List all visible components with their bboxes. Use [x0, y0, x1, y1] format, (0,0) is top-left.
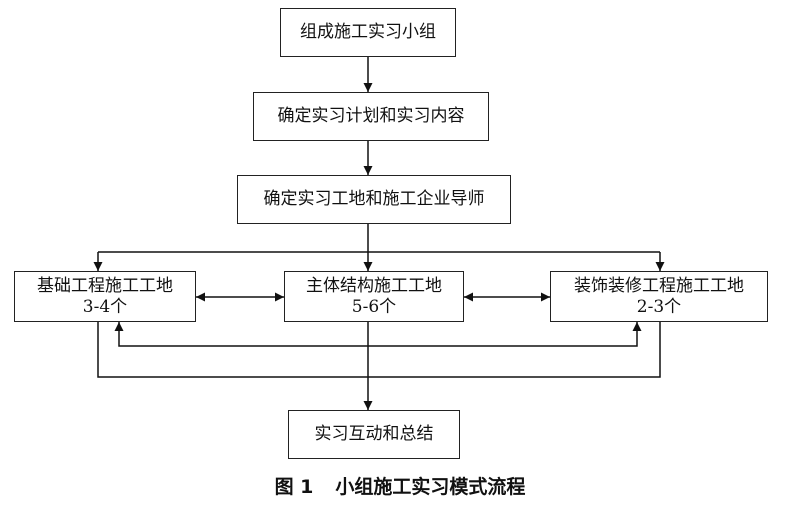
figure-title: 小组施工实习模式流程: [335, 476, 526, 498]
step-form-group: 组成施工实习小组: [280, 8, 456, 57]
site-main-structure-name: 主体结构施工工地: [306, 275, 442, 296]
site-decoration-count: 2-3个: [636, 296, 682, 317]
step-final-label: 实习互动和总结: [314, 424, 434, 444]
site-main-structure: 主体结构施工工地 5-6个: [284, 271, 464, 322]
figure-number: 图 1: [274, 476, 314, 498]
collection-frame: [97, 322, 661, 378]
step-site-mentor-label: 确定实习工地和施工企业导师: [263, 189, 485, 209]
site-foundation: 基础工程施工工地 3-4个: [14, 271, 196, 322]
site-decoration-name: 装饰装修工程施工工地: [574, 275, 744, 296]
step-plan: 确定实习计划和实习内容: [253, 92, 489, 141]
site-foundation-count: 3-4个: [82, 296, 128, 317]
step-plan-label: 确定实习计划和实习内容: [277, 106, 465, 126]
site-main-structure-count: 5-6个: [351, 296, 397, 317]
figure-caption: 图 1 小组施工实习模式流程: [0, 472, 800, 499]
step-final: 实习互动和总结: [288, 410, 460, 459]
site-decoration: 装饰装修工程施工工地 2-3个: [550, 271, 768, 322]
site-foundation-name: 基础工程施工工地: [37, 275, 173, 296]
step-site-mentor: 确定实习工地和施工企业导师: [237, 175, 511, 224]
exchange-loop-foundation-decoration: [114, 322, 642, 347]
step-form-group-label: 组成施工实习小组: [300, 22, 436, 42]
